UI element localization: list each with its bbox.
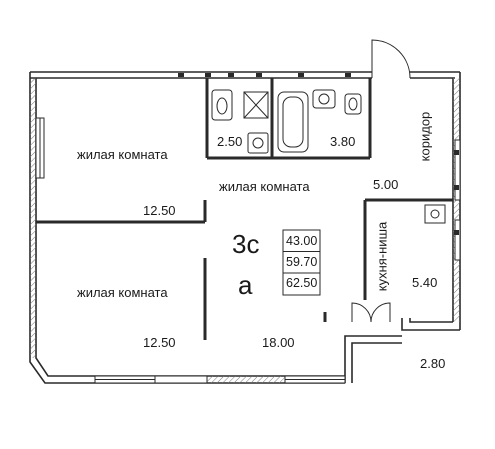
info-box — [282, 229, 321, 296]
living-room-center-label: жилая комната — [219, 179, 310, 194]
living-room-center-area: 18.00 — [262, 335, 295, 350]
kitchen-niche-area: 5.40 — [412, 275, 438, 290]
living-room-top-label: жилая комната — [77, 147, 168, 162]
exterior-walls — [29, 71, 461, 384]
bathroom-left-fixtures — [211, 89, 269, 154]
kitchen-niche-label: кухня-ниша — [374, 221, 390, 292]
living-room-bottom-area: 12.50 — [143, 335, 176, 350]
bathroom-right-area: 3.80 — [330, 134, 356, 149]
area-with-balcony-value: 62.50 — [286, 276, 318, 290]
total-area-value: 59.70 — [286, 255, 318, 269]
balcony-door — [351, 302, 391, 323]
corridor-label: коридор — [417, 111, 433, 162]
wall-markers — [178, 73, 459, 235]
apartment-type: а — [238, 270, 253, 300]
living-room-bottom-label: жилая комната — [77, 285, 168, 300]
room-count: 3с — [232, 229, 260, 259]
bathroom-left-area: 2.50 — [217, 134, 243, 149]
living-room-top-area: 12.50 — [143, 203, 176, 218]
living-area-value: 43.00 — [286, 234, 318, 248]
corridor-area: 5.00 — [373, 177, 399, 192]
bathroom-right-fixtures — [277, 89, 362, 153]
interior-walls — [36, 78, 453, 340]
kitchen-sink — [424, 204, 446, 224]
windows — [35, 117, 461, 384]
balcony-area: 2.80 — [420, 356, 446, 371]
entrance-door — [371, 39, 411, 79]
